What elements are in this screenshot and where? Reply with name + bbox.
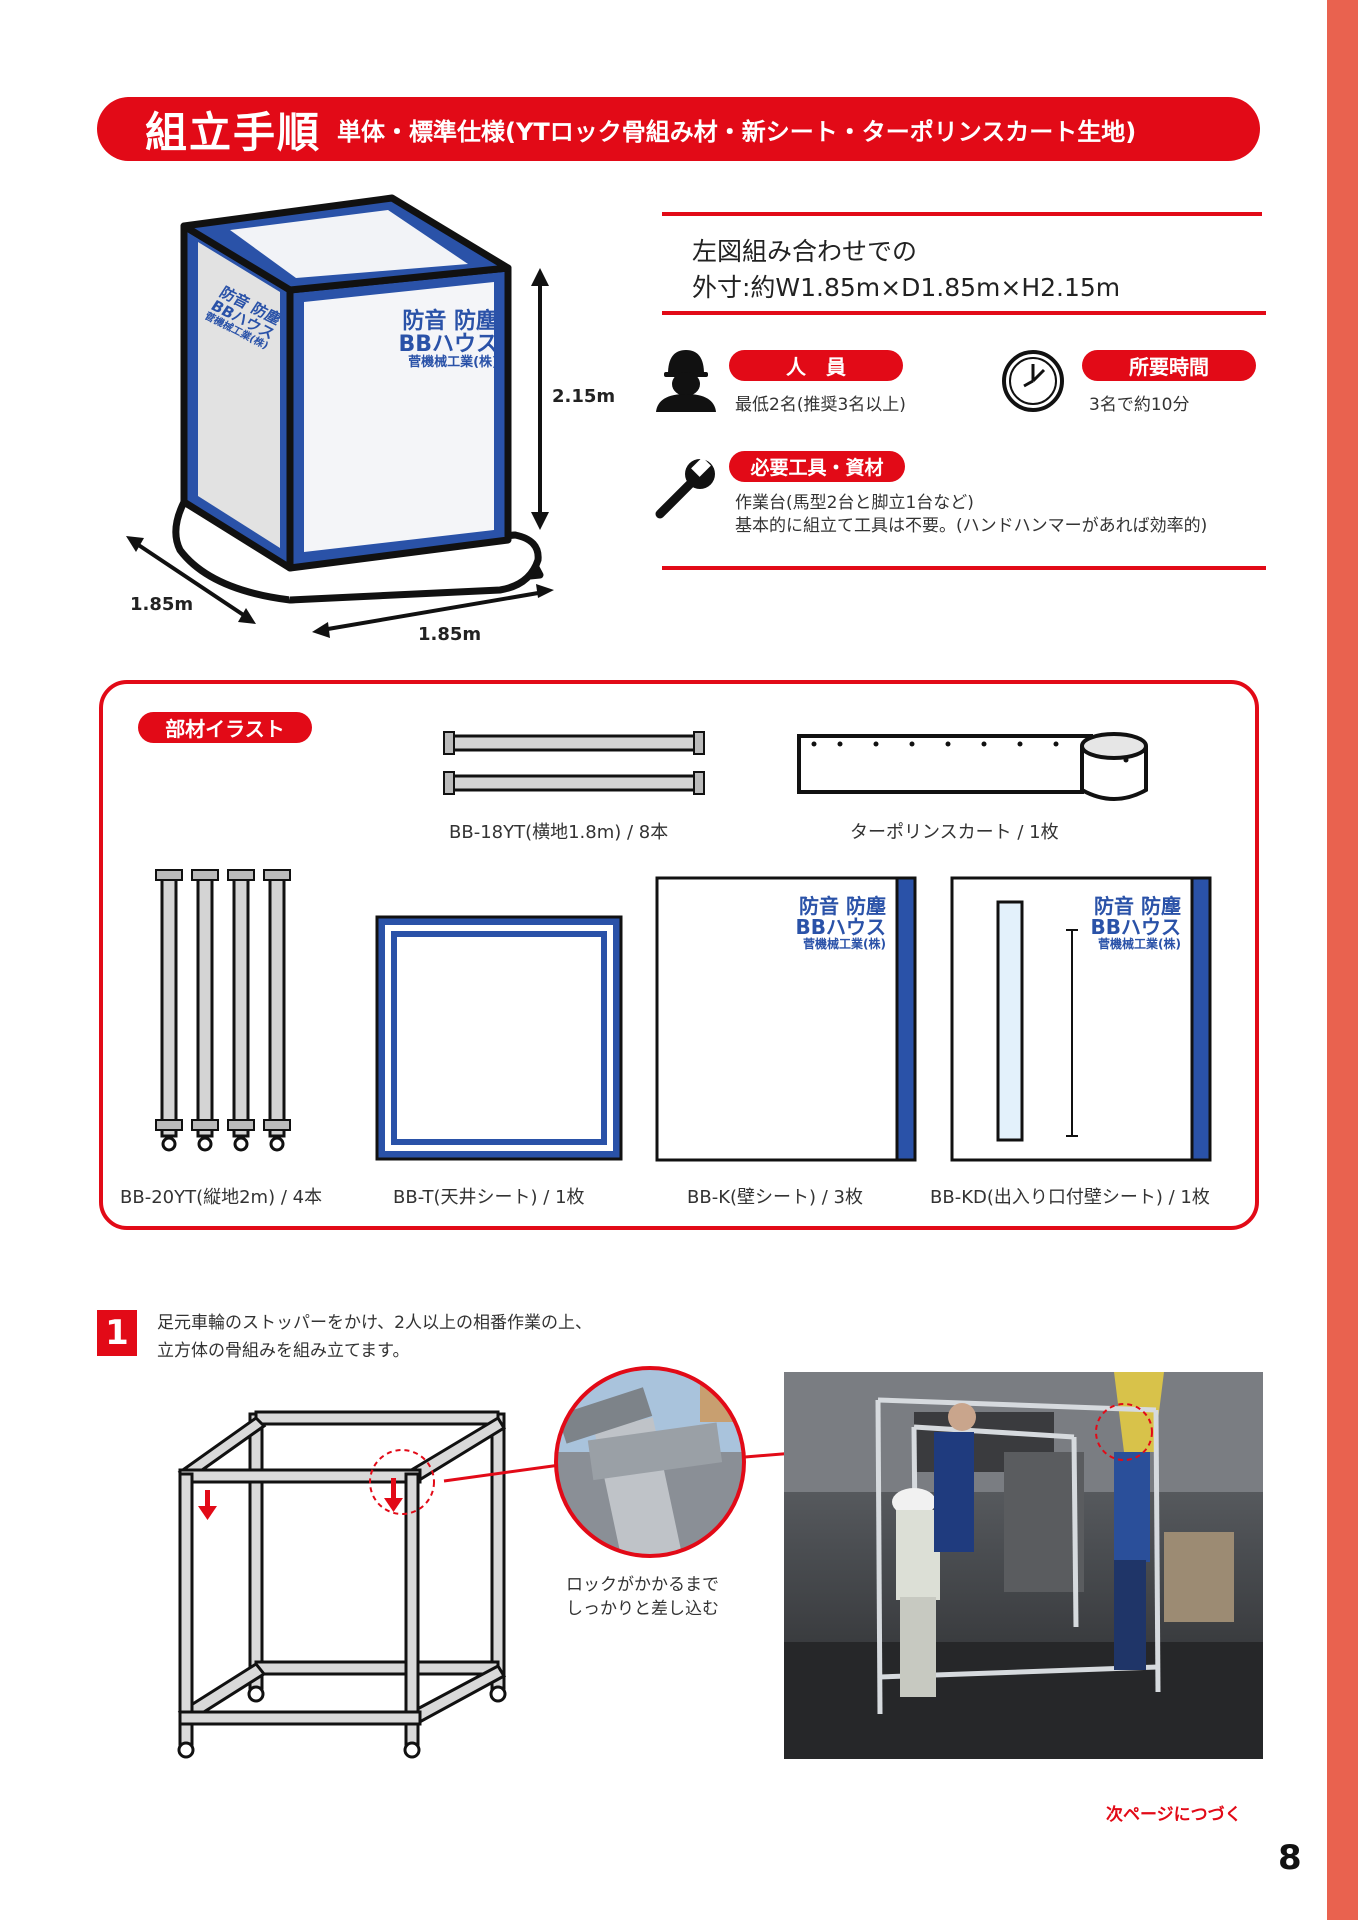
tools-label: 必要工具・資材	[729, 451, 905, 482]
height-dimension: 2.15m	[552, 386, 616, 407]
side-accent-strip	[1327, 0, 1358, 1920]
spec-rule-bottom	[662, 566, 1266, 570]
door-wall-sheet-caption: BB-KD(出入り口付壁シート) / 1枚	[930, 1187, 1210, 1208]
tools-line-2: 基本的に組立て工具は不要。(ハンドハンマーがあれば効率的)	[735, 516, 1208, 536]
lock-detail-photo	[554, 1366, 746, 1558]
callout-text-2: しっかりと差し込む	[566, 1599, 719, 1619]
horizontal-frame-caption: BB-18YT(横地1.8m) / 8本	[449, 822, 669, 843]
brand-line3: 菅機械工業(株)	[408, 355, 498, 371]
vertical-frame-illustration	[155, 869, 291, 1152]
tarpaulin-skirt-illustration	[797, 732, 1148, 801]
callout-text-1: ロックがかかるまで	[566, 1575, 719, 1595]
wall-sheet-illustration	[655, 876, 917, 1162]
ceiling-sheet-illustration	[375, 915, 623, 1161]
wall-sheet-brand: 防音 防塵 BBハウス 菅機械工業(株)	[760, 894, 887, 951]
page-number: 8	[1278, 1838, 1302, 1878]
assembled-cube-illustration	[126, 194, 554, 638]
page-title: 組立手順	[145, 107, 322, 157]
door-wall-sheet-brand: 防音 防塵 BBハウス 菅機械工業(株)	[1055, 894, 1182, 951]
time-label: 所要時間	[1082, 350, 1256, 381]
brand-line1: 防音 防塵	[402, 309, 498, 334]
wall-sheet-caption: BB-K(壁シート) / 3枚	[687, 1187, 864, 1208]
worker-helmet-icon	[656, 350, 716, 412]
header-banner: 組立手順 単体・標準仕様(YTロック骨組み材・新シート・ターポリンスカート生地)	[97, 97, 1260, 161]
cube-frame-illustration	[177, 1410, 507, 1759]
vertical-frame-caption: BB-20YT(縦地2m) / 4本	[120, 1187, 323, 1208]
width-dimension: 1.85m	[418, 624, 482, 645]
wall-brand-line3: 菅機械工業(株)	[803, 937, 886, 951]
ceiling-sheet-caption: BB-T(天井シート) / 1枚	[393, 1187, 585, 1208]
spec-line-2: 外寸:約W1.85m×D1.85m×H2.15m	[692, 273, 1121, 302]
spec-rule-top	[662, 212, 1262, 216]
parts-illustration-frame	[99, 680, 1259, 1230]
personnel-text: 最低2名(推奨3名以上)	[735, 395, 906, 415]
page-subtitle: 単体・標準仕様(YTロック骨組み材・新シート・ターポリンスカート生地)	[337, 117, 1137, 146]
clock-icon	[1002, 350, 1064, 412]
door-brand-line1: 防音 防塵	[1094, 894, 1181, 918]
next-page-note: 次ページにつづく	[1106, 1805, 1242, 1825]
cube-front-brand: 防音 防塵 BBハウス 菅機械工業(株)	[390, 310, 498, 370]
step-number: 1	[97, 1310, 137, 1356]
step1-line-1: 足元車輪のストッパーをかけ、2人以上の相番作業の上、	[157, 1313, 592, 1333]
depth-dimension: 1.85m	[130, 594, 194, 615]
assembly-photo-scene	[784, 1372, 1263, 1759]
wrench-icon	[655, 457, 715, 519]
door-wall-sheet-illustration	[950, 876, 1212, 1162]
wall-brand-line1: 防音 防塵	[799, 894, 886, 918]
spec-rule-middle	[662, 311, 1266, 315]
time-text: 3名で約10分	[1089, 395, 1190, 415]
parts-label: 部材イラスト	[138, 712, 312, 743]
personnel-label: 人 員	[729, 350, 903, 381]
door-brand-line3: 菅機械工業(株)	[1098, 937, 1181, 951]
wall-brand-line2: BBハウス	[795, 915, 887, 939]
step1-line-2: 立方体の骨組みを組み立てます。	[157, 1341, 410, 1361]
tools-line-1: 作業台(馬型2台と脚立1台など)	[735, 493, 974, 513]
brand-line2: BBハウス	[398, 332, 498, 358]
horizontal-frame-illustration	[443, 731, 705, 795]
assembly-photo	[784, 1372, 1263, 1759]
spec-line-1: 左図組み合わせでの	[692, 237, 918, 266]
tarpaulin-skirt-caption: ターポリンスカート / 1枚	[850, 822, 1059, 843]
door-brand-line2: BBハウス	[1090, 915, 1182, 939]
